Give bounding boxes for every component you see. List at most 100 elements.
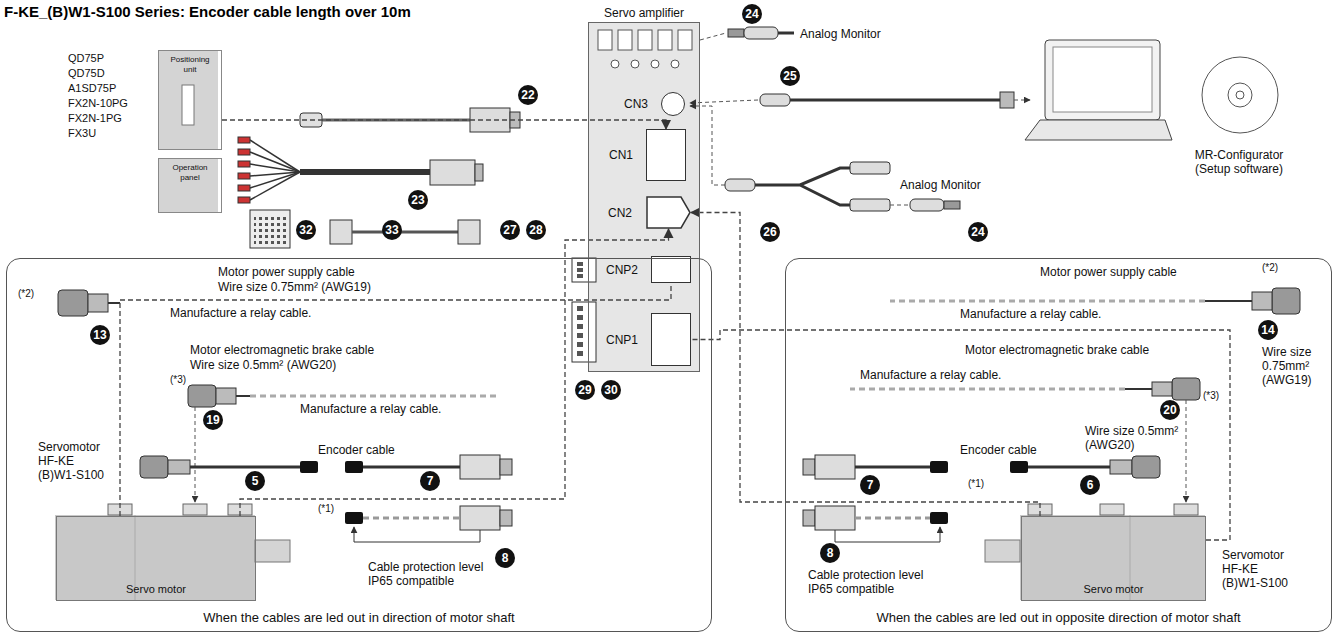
servo-amplifier-body (588, 22, 700, 372)
brake-connector-20 (1186, 400, 1187, 502)
node-label: CNP2 (606, 263, 638, 277)
analog-monitor-plug (728, 29, 744, 37)
node-label: CN1 (609, 148, 633, 162)
terminal-block (250, 210, 290, 248)
brake-connector-20 (1152, 382, 1172, 396)
connector-port: CN2 (646, 196, 691, 229)
cnp1-plug (577, 306, 583, 311)
brake-connector-20 (1172, 378, 1200, 400)
cnp2-plug (572, 258, 596, 282)
annotation-label: Servomotor HF-KE (B)W1-S100 (38, 440, 110, 482)
servo-amplifier-body (638, 30, 652, 50)
annotation-label: (*3) (170, 374, 186, 386)
cnp1-plug (577, 324, 583, 329)
annotation-label: Servomotor HF-KE (B)W1-S100 (1222, 548, 1294, 590)
annotation-label: Analog Monitor (800, 27, 881, 41)
annotation-label: Encoder cable (318, 443, 395, 457)
annotation-label: QD75P (68, 52, 104, 65)
encoder-cable-6 (1010, 461, 1028, 473)
servo-amplifier-body (631, 60, 639, 68)
cable-23 (475, 164, 483, 181)
callout-number: 27 (500, 220, 520, 240)
annotation-label: Analog Monitor (900, 178, 981, 192)
encoder-cable-8-right (803, 510, 815, 526)
servo-amplifier-body (658, 30, 672, 50)
cable-26 (850, 162, 890, 174)
laptop (1025, 40, 1172, 140)
operation-panel-body (158, 158, 218, 213)
encoder-cable-6 (1010, 456, 1160, 478)
annotation-label: Motor electromagnetic brake cable (190, 343, 374, 357)
servo-motor-right (985, 540, 1020, 562)
encoder-cable-8 (363, 517, 460, 520)
servo-amplifier-body (588, 22, 700, 372)
annotation-label: FX2N-10PG (68, 97, 128, 110)
cable-23 (250, 164, 300, 172)
annotation-label: Motor power supply cable (1040, 265, 1177, 279)
power-connector-13 (58, 290, 120, 316)
power-connector-14 (890, 300, 1205, 303)
annotation-label: Encoder cable (960, 443, 1037, 457)
brake-connector-19 (188, 385, 500, 502)
cable-23 (238, 161, 250, 167)
cnp1-plug (577, 351, 583, 356)
servo-amplifier-body (618, 30, 632, 50)
analog-monitor-plug (944, 201, 960, 209)
node-label: Servo amplifier (604, 6, 684, 20)
annotation-label: Manufacture a relay cable. (860, 368, 1001, 382)
encoder-cable-5 (190, 466, 300, 469)
power-connector-14 (1252, 292, 1272, 310)
cable-33 (458, 220, 480, 244)
brake-connector-19 (188, 385, 216, 407)
terminal-block (254, 214, 286, 244)
connector-port: CNP2 (651, 256, 691, 283)
cable-33 (330, 220, 480, 244)
cnp2-plug (577, 274, 583, 278)
analog-monitor-plug (910, 199, 944, 211)
callout-number: 28 (526, 220, 546, 240)
annotation-label: FX3U (68, 127, 96, 140)
node-label: Positioning unit (163, 55, 217, 75)
annotation-label: Motor power supply cable (218, 265, 355, 279)
callout-number: 13 (90, 325, 110, 345)
servo-amplifier-body (598, 30, 612, 50)
brake-connector-19 (195, 407, 196, 502)
connector-port: CN1 (646, 129, 686, 181)
callout-number: 8 (820, 543, 840, 563)
annotation-label: Wire size 0.75mm² (AWG19) (218, 280, 371, 294)
analog-monitor-plug (700, 33, 726, 40)
encoder-cable-7-right (930, 461, 948, 473)
servo-motor-right (985, 504, 1205, 600)
encoder-cable-8-right (930, 512, 948, 524)
cable-23 (250, 140, 300, 172)
callout-number: 32 (296, 220, 316, 240)
encoder-cable-6 (1110, 460, 1132, 474)
node-label: CN3 (624, 97, 648, 111)
analog-monitor-plug (890, 199, 960, 211)
encoder-cable-7 (500, 459, 512, 475)
annotation-label: Wire size 0.5mm² (AWG20) (1085, 424, 1180, 452)
encoder-cable-7 (345, 461, 363, 473)
analog-monitor-plug (890, 205, 910, 206)
cable-23 (250, 152, 300, 172)
encoder-cable-5 (300, 461, 318, 473)
annotation-label: Wire size 0.75mm² (AWG19) (1262, 345, 1324, 387)
cnp1-plug (572, 302, 596, 362)
annotation-label: Manufacture a relay cable. (960, 307, 1101, 321)
servo-motor-right (1174, 504, 1198, 515)
cable-33 (330, 220, 352, 244)
servo-motor-left (255, 540, 290, 562)
node-label: Operation panel (163, 163, 217, 183)
cable-33 (352, 231, 458, 234)
callout-number: 7 (860, 475, 880, 495)
callout-number: 23 (408, 190, 428, 210)
cable-23 (238, 137, 300, 203)
cnp1-plug (577, 342, 583, 347)
annotation-label: QD75D (68, 67, 105, 80)
encoder-cable-7-right (855, 466, 930, 469)
setup-software-disc (1202, 57, 1278, 133)
encoder-cable-8 (354, 527, 480, 542)
cable-26 (725, 179, 755, 191)
power-connector-13 (108, 302, 120, 304)
connector-port: CNP1 (651, 313, 691, 366)
